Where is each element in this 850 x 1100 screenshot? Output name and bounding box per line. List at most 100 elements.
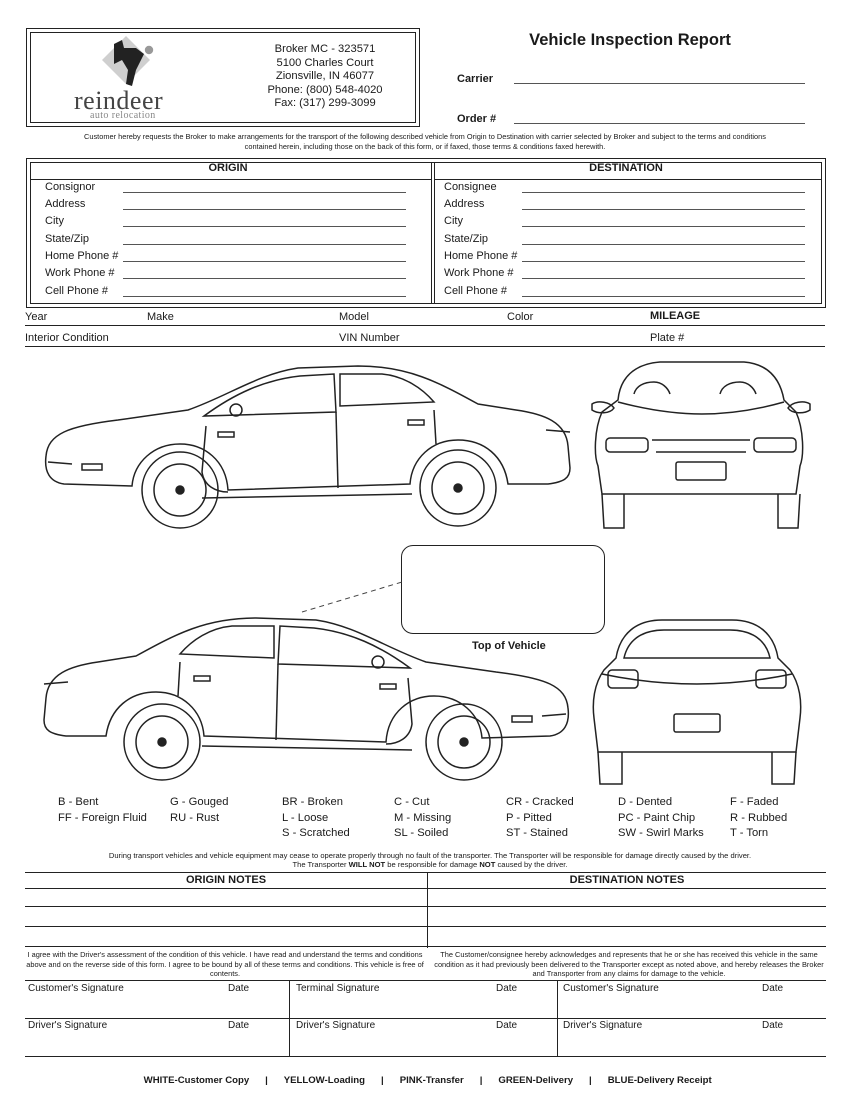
broker-fax: Fax: (317) 299-3099: [274, 97, 376, 109]
origin-heading: ORIGIN: [208, 162, 248, 174]
origin-statezip-label: State/Zip: [45, 233, 90, 245]
destination-heading: DESTINATION: [589, 162, 663, 174]
top-of-vehicle-box[interactable]: [401, 545, 605, 634]
legend-item: R - Rubbed: [730, 811, 788, 824]
destination-address-label: Address: [444, 198, 485, 210]
driver-signature-terminal-label: Driver's Signature: [296, 1020, 376, 1031]
origin-cellphone-label: Cell Phone #: [45, 285, 108, 297]
broker-address: Broker MC - 323571 5100 Charles Court Zi…: [250, 43, 400, 111]
footer-copy-white: WHITE-Customer Copy: [143, 1075, 250, 1086]
destination-cellphone-label: Cell Phone #: [444, 285, 507, 297]
footer-copy-pink: PINK-Transfer: [399, 1075, 464, 1086]
legend-item: G - Gouged: [170, 796, 229, 808]
make-label: Make: [147, 311, 174, 323]
date-label: Date: [228, 1020, 250, 1031]
origin-workphone-field[interactable]: [123, 278, 406, 279]
legend-item: FF - Foreign Fluid: [58, 811, 147, 824]
destination-notes-line[interactable]: [428, 906, 826, 907]
color-label: Color: [507, 311, 534, 323]
legend-item: SW - Swirl Marks: [618, 827, 704, 839]
legend-item: BR - Broken: [282, 796, 343, 808]
notes-header-border: [25, 888, 826, 889]
origin-cellphone-field[interactable]: [123, 296, 406, 297]
notes-bottom-border: [25, 946, 826, 947]
origin-workphone-label: Work Phone #: [45, 267, 115, 279]
legend-item: C - Cut: [394, 796, 430, 808]
date-label: Date: [762, 983, 784, 994]
carrier-field[interactable]: [514, 83, 805, 84]
origin-city-field[interactable]: [123, 226, 406, 227]
legend-column-1: B - Bent FF - Foreign Fluid: [58, 795, 147, 826]
vehicle-row-2-line[interactable]: [25, 346, 825, 347]
broker-mc: Broker MC - 323571: [274, 43, 376, 55]
legend-column-7: F - Faded R - Rubbed T - Torn: [730, 795, 787, 842]
destination-statezip-label: State/Zip: [444, 233, 489, 245]
legend-item: F - Faded: [730, 796, 779, 808]
reindeer-logo-icon: [102, 36, 154, 86]
driver-signature-destination-label: Driver's Signature: [563, 1020, 643, 1031]
copy-distribution-footer: WHITE-Customer Copy | YELLOW-Loading | P…: [143, 1075, 712, 1086]
broker-city: Zionsville, IN 46077: [275, 70, 375, 82]
notes-top-border: [25, 872, 826, 873]
legend-item: P - Pitted: [506, 811, 552, 824]
legend-item: B - Bent: [58, 796, 99, 808]
signature-line-row-1[interactable]: [25, 1018, 826, 1019]
signature-line-row-2[interactable]: [25, 1056, 826, 1057]
plate-label: Plate #: [650, 332, 685, 344]
signature-top-border: [25, 980, 826, 981]
origin-notes-heading: ORIGIN NOTES: [185, 874, 267, 886]
origin-agreement-text: I agree with the Driver's assessment of …: [26, 950, 424, 979]
broker-street: 5100 Charles Court: [276, 56, 374, 69]
interior-condition-label: Interior Condition: [25, 332, 109, 344]
notes-divider: [427, 872, 428, 948]
order-field[interactable]: [514, 123, 805, 124]
destination-workphone-field[interactable]: [522, 278, 805, 279]
origin-notes-line[interactable]: [25, 926, 427, 927]
origin-homephone-field[interactable]: [123, 261, 406, 262]
origin-address-field[interactable]: [123, 209, 406, 210]
year-label: Year: [25, 311, 48, 323]
vin-label: VIN Number: [339, 332, 400, 344]
mileage-label: MILEAGE: [650, 310, 701, 322]
date-label: Date: [496, 1020, 518, 1031]
legend-item: L - Loose: [282, 811, 329, 824]
legend-column-5: CR - Cracked P - Pitted ST - Stained: [506, 795, 574, 842]
consignee-field[interactable]: [522, 192, 805, 193]
destination-homephone-label: Home Phone #: [444, 250, 518, 262]
legend-item: D - Dented: [618, 796, 673, 808]
legend-item: PC - Paint Chip: [618, 811, 696, 824]
top-of-vehicle-label: Top of Vehicle: [472, 640, 546, 652]
destination-city-field[interactable]: [522, 226, 805, 227]
date-label: Date: [496, 983, 518, 994]
date-label: Date: [762, 1020, 784, 1031]
car-left-side-diagram[interactable]: [38, 360, 574, 535]
origin-notes-line[interactable]: [25, 906, 427, 907]
customer-signature-destination-label: Customer's Signature: [563, 983, 659, 994]
origin-destination-box: [26, 158, 826, 308]
destination-city-label: City: [444, 215, 463, 227]
footer-copy-yellow: YELLOW-Loading: [283, 1075, 366, 1086]
destination-cellphone-field[interactable]: [522, 296, 805, 297]
vehicle-row-1-line[interactable]: [25, 325, 825, 326]
origin-statezip-field[interactable]: [123, 244, 406, 245]
destination-homephone-field[interactable]: [522, 261, 805, 262]
car-rear-diagram[interactable]: [590, 618, 804, 790]
car-front-diagram[interactable]: [588, 360, 814, 532]
destination-address-field[interactable]: [522, 209, 805, 210]
origin-city-label: City: [45, 215, 64, 227]
legend-column-4: C - Cut M - Missing SL - Soiled: [394, 795, 451, 842]
car-right-side-diagram[interactable]: [42, 616, 578, 790]
page-title: Vehicle Inspection Report: [529, 31, 731, 49]
logo-wordmark: reindeer: [74, 86, 164, 115]
order-label: Order #: [457, 113, 497, 125]
date-label: Date: [228, 983, 250, 994]
destination-statezip-field[interactable]: [522, 244, 805, 245]
legend-column-6: D - Dented PC - Paint Chip SW - Swirl Ma…: [618, 795, 704, 842]
destination-notes-line[interactable]: [428, 926, 826, 927]
consignor-field[interactable]: [123, 192, 406, 193]
model-label: Model: [339, 311, 369, 323]
top-of-vehicle-leader-line: [301, 581, 403, 613]
origin-homephone-label: Home Phone #: [45, 250, 119, 262]
legend-item: ST - Stained: [506, 827, 568, 839]
legend-column-2: G - Gouged RU - Rust: [170, 795, 228, 826]
